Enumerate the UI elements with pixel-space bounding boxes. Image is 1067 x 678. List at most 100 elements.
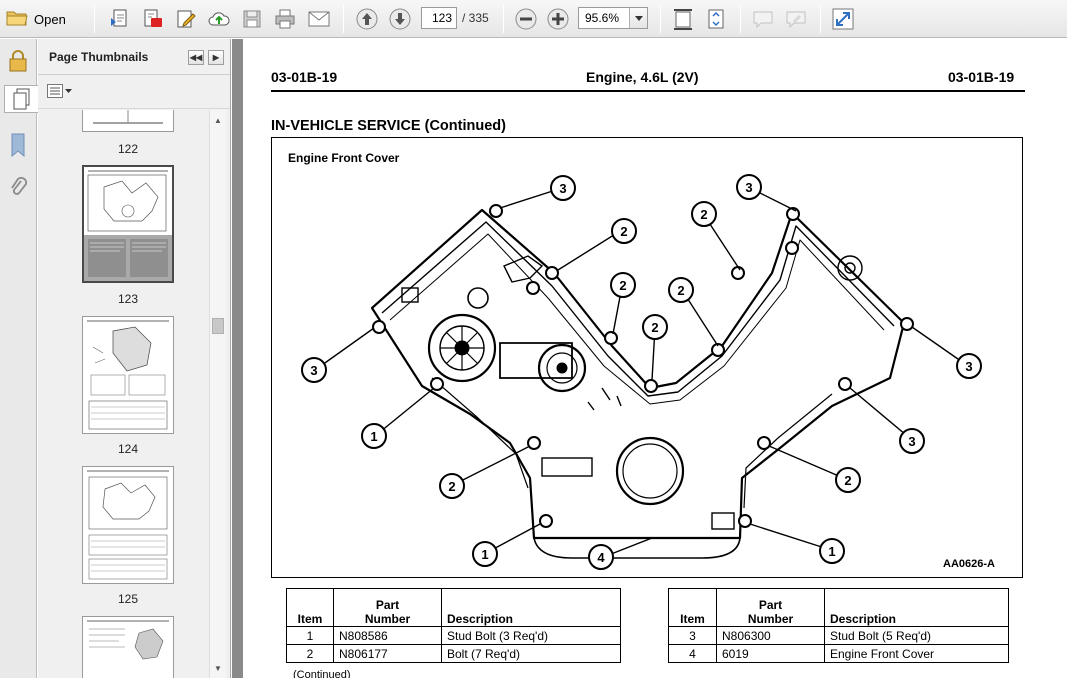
scroll-up-icon[interactable]: ▲ (214, 115, 222, 125)
figure-code: AA0626-A (943, 558, 995, 570)
table-row: 3 N806300 Stud Bolt (5 Req'd) (668, 626, 1009, 645)
callout: 2 (439, 473, 465, 499)
export-pdf-icon[interactable] (140, 6, 166, 32)
belt-tensioner (499, 342, 587, 393)
lock-icon[interactable] (4, 47, 32, 75)
svg-text:2: 2 (620, 224, 627, 239)
pdf-page: 03-01B-19 Engine, 4.6L (2V) 03-01B-19 IN… (243, 39, 1067, 678)
next-page-icon[interactable] (387, 6, 413, 32)
zoom-select[interactable] (578, 7, 648, 29)
expand-panel-icon[interactable]: ▶ (208, 50, 224, 65)
document-viewport[interactable]: 03-01B-19 Engine, 4.6L (2V) 03-01B-19 IN… (232, 39, 1067, 678)
thumbnail-label: 122 (117, 142, 139, 156)
callout: 2 (691, 201, 717, 227)
table-row: 4 6019 Engine Front Cover (668, 644, 1009, 663)
figure-title: Engine Front Cover (288, 151, 400, 165)
fit-page-icon[interactable] (703, 6, 729, 32)
col-description: Description (441, 588, 621, 627)
options-icon (47, 84, 63, 98)
create-pdf-icon[interactable] (107, 6, 133, 32)
toolbar-separator (94, 5, 95, 33)
svg-text:4: 4 (597, 550, 605, 565)
callouts: 3 2 3 2 2 2 2 3 3 1 3 2 2 1 4 1 (301, 174, 982, 570)
zoom-in-icon[interactable] (545, 6, 571, 32)
previous-page-icon[interactable] (354, 6, 380, 32)
scrollbar-thumb[interactable] (212, 318, 224, 334)
thumbnails-toolbar (38, 75, 230, 109)
callout: 3 (956, 353, 982, 379)
svg-text:2: 2 (844, 473, 851, 488)
collapse-panel-icon[interactable]: ◀◀ (188, 50, 204, 65)
page-thumbnails-icon[interactable] (4, 85, 38, 113)
callout: 2 (835, 467, 861, 493)
scroll-down-icon[interactable]: ▼ (214, 663, 222, 673)
col-item: Item (668, 588, 717, 627)
callout: 2 (610, 272, 636, 298)
attachment-icon[interactable] (4, 173, 32, 201)
cover-outline (370, 208, 906, 559)
page-thumbnails-panel: Page Thumbnails ◀◀ ▶ 122 (38, 39, 231, 678)
header-right: 03-01B-19 (948, 69, 1015, 85)
page-total: / 335 (462, 11, 489, 25)
col-item: Item (286, 588, 334, 627)
engine-front-cover-diagram: 3 2 3 2 2 2 2 3 3 1 3 2 2 1 4 1 (301, 174, 982, 570)
callout: 2 (642, 314, 668, 340)
callout: 1 (472, 541, 498, 567)
thumbnails-scrollbar[interactable]: ▲ ▼ (209, 110, 226, 678)
page-thumbnail[interactable] (82, 316, 174, 434)
page-thumbnail[interactable] (82, 466, 174, 584)
header-center: Engine, 4.6L (2V) (586, 69, 699, 85)
thumbnail-options-button[interactable] (47, 84, 72, 98)
page-number-input[interactable] (421, 7, 457, 29)
callout: 3 (899, 428, 925, 454)
toolbar-separator (343, 5, 344, 33)
page-thumbnail[interactable] (82, 616, 174, 678)
table-row: 2 N806177 Bolt (7 Req'd) (286, 644, 621, 663)
section-title: IN-VEHICLE SERVICE (Continued) (271, 118, 506, 134)
callout: 3 (301, 357, 327, 383)
svg-text:3: 3 (965, 359, 972, 374)
folder-icon (6, 9, 28, 30)
fit-width-icon[interactable] (670, 6, 696, 32)
page-thumbnail-selected[interactable] (82, 165, 174, 283)
svg-text:3: 3 (745, 180, 752, 195)
svg-text:2: 2 (448, 479, 455, 494)
callout: 4 (588, 544, 614, 570)
zoom-value[interactable] (579, 8, 629, 28)
crankshaft-seal (615, 436, 685, 506)
highlight-icon[interactable] (783, 6, 809, 32)
thumbnails-header: Page Thumbnails ◀◀ ▶ (38, 39, 230, 75)
header-left: 03-01B-19 (271, 69, 338, 85)
edit-pdf-icon[interactable] (173, 6, 199, 32)
callout: 2 (668, 277, 694, 303)
svg-text:1: 1 (828, 544, 835, 559)
page-thumbnail[interactable] (82, 110, 174, 132)
callout: 1 (361, 423, 387, 449)
cloud-upload-icon[interactable] (206, 6, 232, 32)
zoom-out-icon[interactable] (513, 6, 539, 32)
toolbar-separator (503, 5, 504, 33)
svg-text:2: 2 (651, 320, 658, 335)
email-icon[interactable] (306, 6, 332, 32)
svg-text:3: 3 (908, 434, 915, 449)
bookmark-icon[interactable] (4, 131, 32, 159)
print-icon[interactable] (272, 6, 298, 32)
save-icon[interactable] (239, 6, 265, 32)
expand-icon[interactable] (830, 6, 856, 32)
toolbar-separator (660, 5, 661, 33)
callout: 3 (736, 174, 762, 200)
svg-text:2: 2 (677, 283, 684, 298)
svg-text:2: 2 (700, 207, 707, 222)
callout: 1 (819, 538, 845, 564)
chevron-down-icon[interactable] (629, 8, 647, 28)
comment-icon[interactable] (750, 6, 776, 32)
continued-note: (Continued) (293, 669, 351, 678)
open-button[interactable]: Open (6, 6, 66, 32)
thumbnail-label: 125 (117, 592, 139, 606)
callout: 2 (611, 218, 637, 244)
col-description: Description (824, 588, 1009, 627)
svg-text:3: 3 (559, 181, 566, 196)
chevron-down-icon (65, 89, 72, 93)
